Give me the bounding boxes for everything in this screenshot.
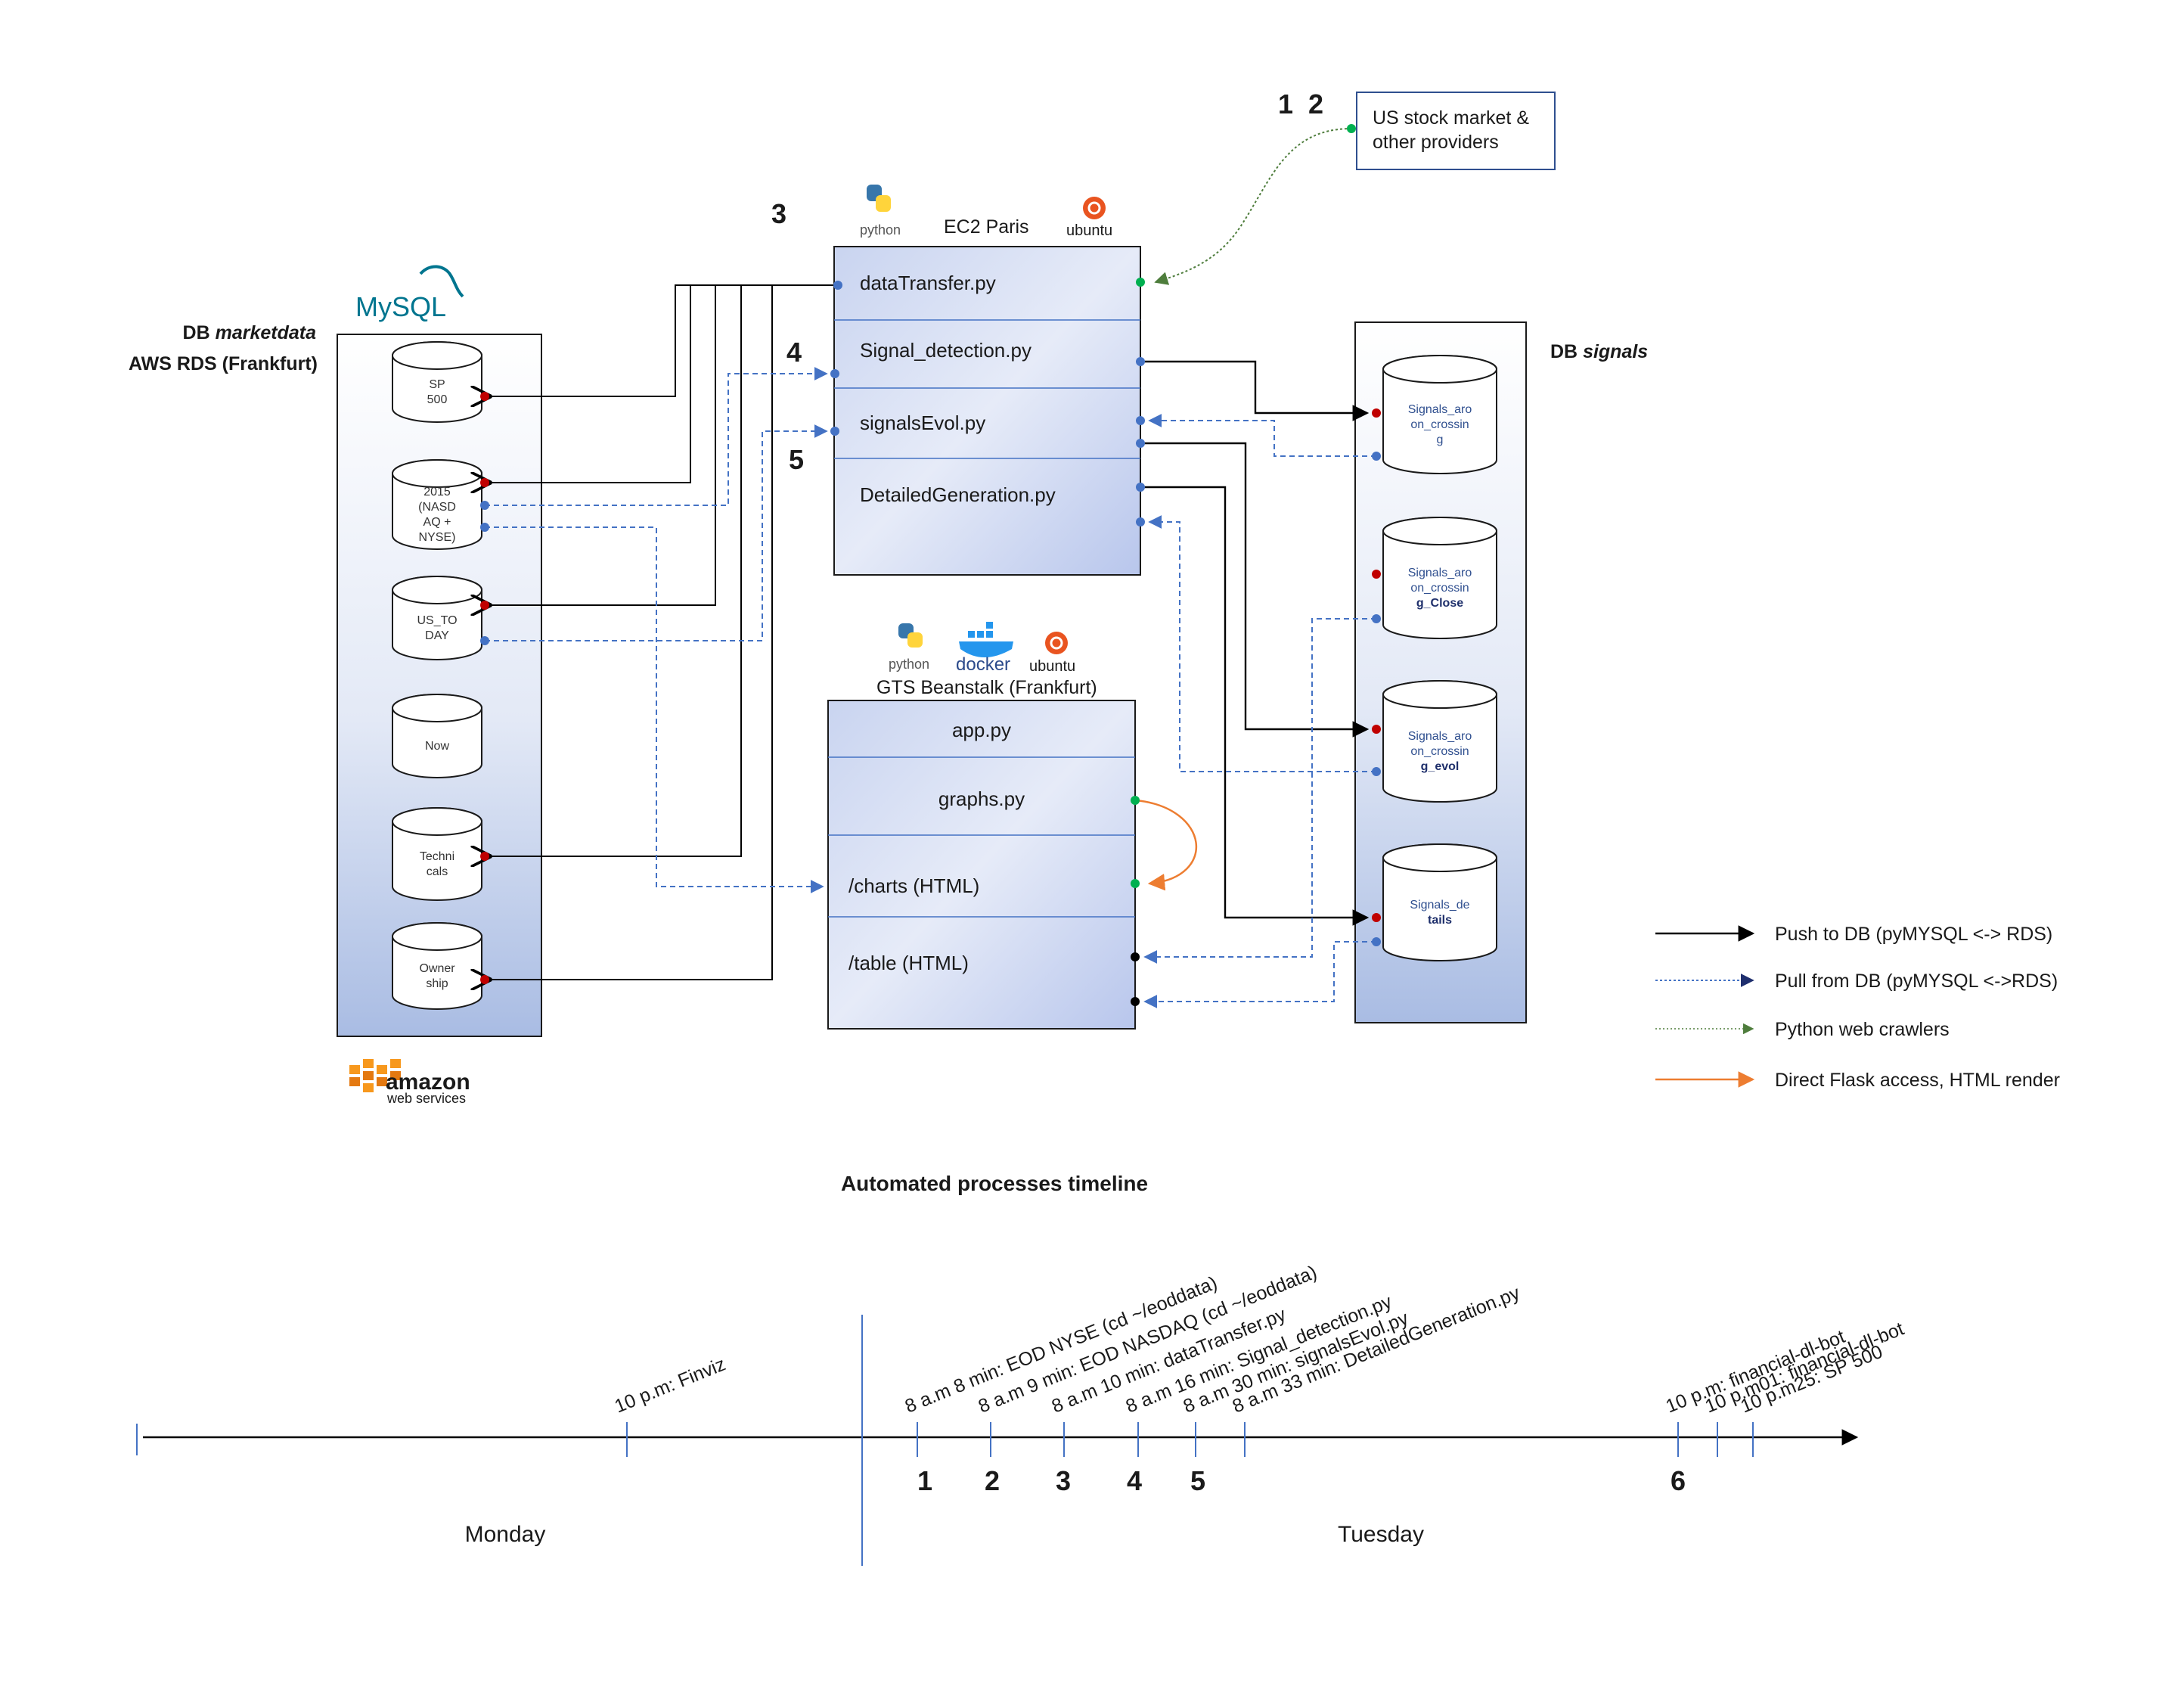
ec2-paris-box: python EC2 Paris ubuntu dataTransfer.py … bbox=[833, 185, 1141, 576]
legend-label: Python web crawlers bbox=[1775, 1019, 1950, 1040]
marketdata-table: Now bbox=[392, 694, 482, 778]
signals-table-label: on_crossin bbox=[1410, 418, 1469, 431]
svg-text:python: python bbox=[860, 222, 901, 238]
svg-text:web services: web services bbox=[386, 1091, 466, 1106]
timeline-step-number: 4 bbox=[1127, 1465, 1142, 1496]
svg-text:other providers: other providers bbox=[1373, 132, 1499, 153]
python-logo-gts: python bbox=[889, 623, 929, 672]
marketdata-table-label: US_TO bbox=[417, 614, 457, 627]
marketdata-table-label: SP bbox=[429, 378, 445, 391]
ubuntu-logo: ubuntu bbox=[1066, 197, 1112, 239]
module-detailed-generation: DetailedGeneration.py bbox=[860, 483, 1056, 506]
module-signal-detection: Signal_detection.py bbox=[860, 339, 1032, 362]
marketdata-table: Owner ship bbox=[392, 922, 482, 1010]
python-logo: python bbox=[860, 185, 901, 238]
timeline-step-number: 3 bbox=[1056, 1465, 1071, 1496]
svg-text:python: python bbox=[889, 657, 929, 672]
db-signals-title: DB signals bbox=[1550, 341, 1648, 362]
mysql-logo: MySQL bbox=[355, 265, 464, 322]
signals-table-label: g bbox=[1437, 433, 1444, 446]
legend-label: Direct Flask access, HTML render bbox=[1775, 1070, 2060, 1091]
marketdata-table-label: NYSE) bbox=[419, 531, 456, 544]
signals-table-label: Signals_de bbox=[1410, 899, 1469, 912]
signals-table-label: g_evol bbox=[1421, 760, 1460, 773]
svg-text:amazon: amazon bbox=[386, 1070, 470, 1095]
signals-table-label: Signals_aro bbox=[1408, 567, 1472, 579]
marketdata-table-label: ship bbox=[426, 977, 448, 990]
step-number-provider: 1 2 bbox=[1278, 89, 1323, 120]
db-marketdata-title: DB marketdata bbox=[183, 322, 317, 343]
marketdata-table: US_TO DAY bbox=[392, 576, 482, 660]
timeline-event-label: 10 p.m: Finviz bbox=[612, 1353, 729, 1417]
marketdata-table-label: (NASD bbox=[418, 501, 456, 514]
timeline: Automated processes timeline Monday Tues… bbox=[136, 1172, 1907, 1566]
signals-table-label: on_crossin bbox=[1410, 745, 1469, 758]
gts-beanstalk-box: python docker ubuntu GTS Beanstalk (Fran… bbox=[827, 622, 1136, 1030]
aws-logo: amazon web services bbox=[349, 1059, 470, 1106]
marketdata-table-label: DAY bbox=[425, 629, 449, 642]
svg-text:MySQL: MySQL bbox=[355, 291, 446, 322]
timeline-title: Automated processes timeline bbox=[841, 1172, 1148, 1195]
docker-logo: docker bbox=[956, 622, 1013, 675]
signals-table-label: Signals_aro bbox=[1408, 403, 1472, 416]
signals-table-label: g_Close bbox=[1416, 597, 1463, 610]
timeline-event-label: 10 p.m01: financial-dl-bot bbox=[1702, 1318, 1907, 1417]
day-label-monday: Monday bbox=[465, 1522, 546, 1547]
marketdata-table-label: AQ + bbox=[423, 516, 451, 529]
db-marketdata-panel: DB marketdata AWS RDS (Frankfurt) MySQL … bbox=[129, 265, 542, 1106]
step-number-signal: 4 bbox=[786, 337, 802, 368]
signals-table: Signals_aro on_crossin g_evol bbox=[1382, 680, 1497, 803]
svg-text:US stock market &: US stock market & bbox=[1373, 107, 1529, 129]
legend-label: Push to DB (pyMYSQL <-> RDS) bbox=[1775, 924, 2052, 945]
marketdata-table-label: cals bbox=[427, 865, 448, 878]
legend: Push to DB (pyMYSQL <-> RDS) Pull from DB… bbox=[1655, 924, 2060, 1091]
marketdata-table: SP 500 bbox=[392, 341, 482, 423]
module-app: app.py bbox=[952, 719, 1011, 741]
timeline-step-number: 5 bbox=[1190, 1465, 1205, 1496]
module-datatransfer: dataTransfer.py bbox=[860, 272, 996, 294]
signals-table: Signals_aro on_crossin g_Close bbox=[1382, 517, 1497, 639]
step-number-evol: 5 bbox=[789, 444, 804, 475]
svg-text:ubuntu: ubuntu bbox=[1029, 658, 1075, 675]
signals-table-label: Signals_aro bbox=[1408, 730, 1472, 743]
module-graphs: graphs.py bbox=[938, 787, 1025, 810]
marketdata-table: Techni cals bbox=[392, 807, 482, 901]
signals-table-label: tails bbox=[1428, 914, 1452, 927]
marketdata-table: 2015 (NASD AQ + NYSE) bbox=[392, 459, 482, 550]
module-table: /table (HTML) bbox=[848, 952, 969, 974]
svg-text:ubuntu: ubuntu bbox=[1066, 222, 1112, 239]
timeline-step-number: 6 bbox=[1671, 1465, 1686, 1496]
ubuntu-logo-gts: ubuntu bbox=[1029, 632, 1075, 675]
marketdata-table-label: Techni bbox=[420, 850, 454, 863]
svg-text:docker: docker bbox=[956, 654, 1010, 675]
signals-table-label: on_crossin bbox=[1410, 582, 1469, 595]
day-label-tuesday: Tuesday bbox=[1338, 1522, 1424, 1547]
timeline-step-number: 2 bbox=[985, 1465, 1000, 1496]
legend-label: Pull from DB (pyMYSQL <->RDS) bbox=[1775, 971, 2058, 992]
db-signals-panel: DB signals Signals_aroon_crossingSignals… bbox=[1354, 321, 1648, 1023]
ec2-title: EC2 Paris bbox=[944, 216, 1029, 238]
marketdata-table-label: 2015 bbox=[423, 486, 451, 498]
step-number-ec2: 3 bbox=[771, 198, 786, 229]
module-signals-evol: signalsEvol.py bbox=[860, 412, 985, 434]
connection-dots bbox=[480, 124, 1381, 1006]
gts-title: GTS Beanstalk (Frankfurt) bbox=[876, 677, 1097, 698]
module-charts: /charts (HTML) bbox=[848, 874, 979, 897]
marketdata-table-label: Owner bbox=[419, 962, 455, 975]
marketdata-table-label: 500 bbox=[427, 393, 448, 406]
timeline-step-number: 1 bbox=[917, 1465, 932, 1496]
provider-box: US stock market & other providers bbox=[1356, 92, 1556, 170]
db-marketdata-subtitle: AWS RDS (Frankfurt) bbox=[129, 353, 318, 374]
marketdata-table-label: Now bbox=[425, 740, 449, 753]
connectors bbox=[485, 128, 1376, 1008]
